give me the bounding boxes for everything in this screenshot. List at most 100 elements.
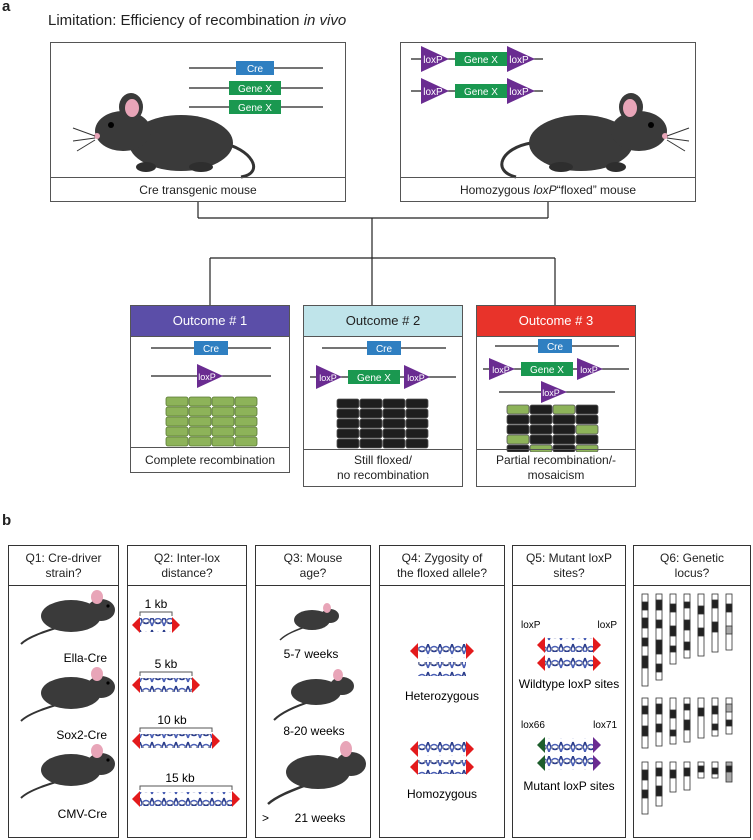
outcome-1-box: Outcome # 1 Cre loxP Complete recombinat… — [130, 305, 290, 473]
q2-title-line2: distance? — [161, 565, 213, 580]
loxp-label: loxP — [319, 373, 337, 383]
q2-item-1: 1 kb — [145, 597, 168, 611]
q5-illustration: loxP loxP Wildtype loxP sites lox66 lox7… — [519, 620, 619, 793]
q3-illustration: 5-7 weeks 8-20 weeks > 21 weeks — [262, 603, 366, 825]
q4-title-line1: Q4: Zygosity of — [401, 550, 483, 565]
q4-item-1: Heterozygous — [405, 689, 479, 703]
loxp-label: loxP — [423, 55, 443, 66]
loxp-label: loxP — [509, 55, 529, 66]
cre-label: Cre — [547, 342, 564, 353]
outcome-1-caption: Complete recombination — [131, 447, 289, 472]
floxed-mouse-caption: Homozygous loxP “floxed” mouse — [401, 177, 695, 201]
panel-a-letter: a — [2, 0, 11, 15]
connector-lines — [197, 202, 556, 305]
gene-label: Gene X — [357, 373, 391, 384]
gene-label: Gene X — [464, 87, 498, 98]
q5-lox66: lox66 — [521, 720, 545, 731]
q3-item-1: 5-7 weeks — [284, 647, 339, 661]
loxp-label: loxP — [580, 365, 598, 375]
cre-mouse-illustration: Cre Gene X Gene X — [72, 61, 323, 179]
title-prefix: Limitation: Efficiency of recombination — [48, 12, 304, 29]
outcome-3-title: Outcome # 3 — [477, 306, 635, 337]
outcome-3-illustration: Cre loxP Gene X loxP loxP — [483, 339, 629, 452]
outcome-3-box: Outcome # 3 Cre loxP Gene X loxP loxP Pa… — [476, 305, 636, 487]
black-cells — [336, 398, 429, 449]
loxp-label: loxP — [198, 372, 216, 382]
q1-item-3: CMV-Cre — [58, 807, 108, 821]
outcome-2-caption-line1: Still floxed/ — [353, 453, 413, 467]
q2-title-line1: Q2: Inter-lox — [153, 550, 221, 565]
gene-label: Gene X — [464, 55, 498, 66]
gene-label: Gene X — [530, 365, 564, 376]
outcome-2-caption: Still floxed/ no recombination — [304, 449, 462, 486]
floxed-mouse-illustration: loxP Gene X loxP loxP Gene X loxP — [411, 46, 690, 179]
q3-item-3: 21 weeks — [295, 811, 346, 825]
mosaic-cells — [506, 404, 599, 452]
q2-item-3: 10 kb — [157, 713, 187, 727]
floxed-mouse-box: loxP Gene X loxP loxP Gene X loxP Homozy… — [400, 42, 696, 202]
cre-label: Cre — [376, 344, 393, 355]
q3-item-2: 8-20 weeks — [283, 724, 344, 738]
q3-gt-symbol: > — [262, 811, 269, 825]
mouse-icon — [20, 667, 115, 722]
q3-title-line1: Q3: Mouse — [283, 550, 343, 565]
gene-label: Gene X — [238, 84, 272, 95]
q1-item-2: Sox2-Cre — [56, 728, 107, 742]
outcome-1-title: Outcome # 1 — [131, 306, 289, 337]
q1-title-line2: strain? — [45, 565, 82, 580]
q5-mutant-label: Mutant loxP sites — [523, 779, 614, 793]
q4-item-2: Homozygous — [407, 787, 477, 801]
floxed-caption-pre: Homozygous — [459, 182, 530, 197]
outcome-2-box: Outcome # 2 Cre loxP Gene X loxP Still f… — [303, 305, 463, 487]
q4-title-line2: the floxed allele? — [396, 565, 488, 580]
loxp-label: loxP — [407, 373, 425, 383]
q5-loxp-left: loxP — [521, 620, 541, 631]
floxed-caption-italic: loxP — [533, 182, 557, 197]
floxed-caption-post: “floxed” mouse — [556, 182, 637, 197]
title-italic: in vivo — [303, 12, 347, 29]
loxp-label: loxP — [492, 365, 510, 375]
loxp-label: loxP — [509, 87, 529, 98]
green-cells — [165, 396, 258, 447]
q6-title-line2: locus? — [674, 565, 710, 580]
mouse-icon — [273, 669, 354, 721]
q5-lox71: lox71 — [593, 720, 617, 731]
mouse-icon — [267, 741, 366, 805]
outcome-3-caption-line1: Partial recombination/- — [495, 453, 617, 467]
gene-label: Gene X — [238, 103, 272, 114]
outcome-2-title: Outcome # 2 — [304, 306, 462, 337]
q2-item-2: 5 kb — [155, 657, 178, 671]
outcome-3-caption: Partial recombination/- mosaicism — [477, 449, 635, 486]
loxp-label: loxP — [542, 388, 560, 398]
q5-title-line2: sites? — [553, 565, 585, 580]
q1-illustration: Ella-Cre Sox2-Cre CMV-Cre — [20, 590, 115, 821]
q1-title-line1: Q1: Cre-driver — [25, 550, 102, 565]
q5-loxp-right: loxP — [598, 620, 618, 631]
q5-title-line1: Q5: Mutant loxP — [525, 550, 613, 565]
mouse-icon — [500, 93, 690, 179]
loxp-label: loxP — [423, 87, 443, 98]
panel-a-title: Limitation: Efficiency of recombination … — [48, 12, 346, 29]
q6-title-line1: Q6: Genetic — [659, 550, 725, 565]
mouse-icon — [72, 93, 255, 179]
q2-item-4: 15 kb — [165, 771, 195, 785]
q3-title-line2: age? — [299, 565, 327, 580]
mouse-icon — [20, 590, 115, 645]
q5-wild-label: Wildtype loxP sites — [519, 677, 619, 691]
outcome-2-illustration: Cre loxP Gene X loxP — [310, 341, 456, 449]
q1-item-1: Ella-Cre — [64, 651, 108, 665]
mouse-icon — [20, 744, 115, 799]
panel-b-letter: b — [2, 512, 12, 529]
